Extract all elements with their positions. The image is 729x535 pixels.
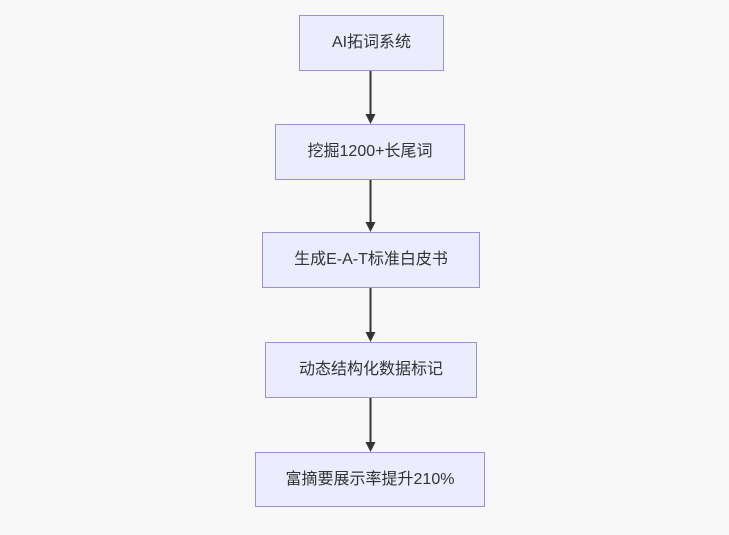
arrow-down-icon xyxy=(365,398,376,452)
arrow-down-icon xyxy=(365,180,376,232)
flow-node-mine-longtail-keywords: 挖掘1200+长尾词 xyxy=(275,124,465,180)
flow-node-ai-keyword-system: AI拓词系统 xyxy=(299,15,444,71)
flow-node-label: 生成E-A-T标准白皮书 xyxy=(294,251,448,269)
flow-node-label: 动态结构化数据标记 xyxy=(298,361,443,379)
flow-node-generate-eat-whitepaper: 生成E-A-T标准白皮书 xyxy=(262,232,480,288)
flow-arrow-2 xyxy=(364,180,377,232)
arrow-down-icon xyxy=(365,71,376,124)
flow-node-label: 挖掘1200+长尾词 xyxy=(307,143,433,161)
flow-arrow-3 xyxy=(364,288,377,342)
flow-arrow-1 xyxy=(364,71,377,124)
flow-node-rich-snippet-uplift: 富摘要展示率提升210% xyxy=(255,452,485,507)
flow-node-label: AI拓词系统 xyxy=(331,34,412,52)
flow-arrow-4 xyxy=(364,398,377,452)
flow-node-label: 富摘要展示率提升210% xyxy=(285,470,455,488)
arrow-down-icon xyxy=(365,288,376,342)
flow-node-dynamic-structured-data: 动态结构化数据标记 xyxy=(265,342,477,398)
